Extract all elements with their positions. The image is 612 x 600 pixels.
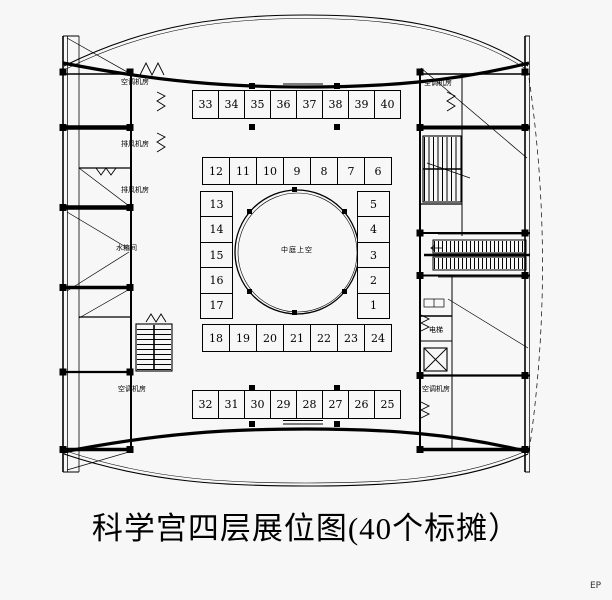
- booth-32: 32: [193, 391, 219, 418]
- room-label-elevator: 电梯: [429, 326, 443, 334]
- booth-24: 24: [365, 325, 391, 351]
- room-label-top-left-hvac: 空调机房: [121, 78, 149, 86]
- fixture-boxes: [423, 298, 445, 308]
- staircase-bottom-left: [135, 323, 173, 372]
- booth-28: 28: [297, 391, 323, 418]
- booth-row-top: 33 34 35 36 37 38 39 40: [192, 90, 401, 119]
- booth-14: 14: [201, 217, 232, 243]
- booth-10: 10: [257, 158, 284, 184]
- booth-40: 40: [375, 91, 400, 118]
- booth-21: 21: [284, 325, 311, 351]
- atrium-label: 中庭上空: [281, 246, 313, 254]
- booth-18: 18: [203, 325, 230, 351]
- booth-3: 3: [358, 242, 389, 269]
- booth-8: 8: [311, 158, 338, 184]
- atrium-circle-nodes: [247, 187, 347, 315]
- booth-37: 37: [297, 91, 323, 118]
- grid-columns: [59, 68, 529, 453]
- escalator-band-lower: [434, 258, 525, 269]
- booth-25: 25: [375, 391, 400, 418]
- plan-title: 科学宫四层展位图(40个标摊）: [91, 511, 521, 546]
- corner-mark: EP: [590, 581, 602, 591]
- booth-17: 17: [201, 293, 232, 319]
- booth-34: 34: [219, 91, 245, 118]
- booth-30: 30: [245, 391, 271, 418]
- booth-19: 19: [230, 325, 257, 351]
- booth-4: 4: [358, 217, 389, 243]
- booth-9: 9: [284, 158, 311, 184]
- left-tower-walls: [62, 35, 132, 473]
- booth-39: 39: [349, 91, 375, 118]
- booth-27: 27: [323, 391, 349, 418]
- elevator-shaft: [423, 347, 448, 372]
- right-tower-walls: [419, 35, 530, 473]
- room-label-bottom-right-hvac: 空调机房: [422, 385, 450, 393]
- booth-7: 7: [338, 158, 365, 184]
- booth-11: 11: [230, 158, 257, 184]
- booth-15: 15: [201, 242, 232, 269]
- flex-joint-symbols: [95, 61, 456, 419]
- room-label-top-right-hvac: 空调机房: [424, 79, 452, 87]
- booth-12: 12: [203, 158, 230, 184]
- booth-row-lower-middle: 18 19 20 21 22 23 24: [202, 324, 392, 352]
- booth-1: 1: [358, 293, 389, 319]
- booth-20: 20: [257, 325, 284, 351]
- booth-column-right: 5 4 3 2 1: [357, 191, 390, 319]
- projection-lines: [66, 37, 543, 471]
- booth-31: 31: [219, 391, 245, 418]
- bridge-lines: [283, 83, 323, 425]
- booth-16: 16: [201, 268, 232, 294]
- booth-row-bottom: 32 31 30 29 28 27 26 25: [192, 390, 401, 419]
- booth-13: 13: [201, 192, 232, 218]
- room-label-bottom-left-hvac: 空调机房: [118, 385, 146, 393]
- booth-2: 2: [358, 268, 389, 294]
- booth-6: 6: [365, 158, 391, 184]
- room-label-water-tank: 水箱间: [116, 244, 137, 252]
- booth-33: 33: [193, 91, 219, 118]
- escalator-band-upper: [434, 241, 525, 252]
- escalator: [424, 233, 530, 278]
- room-label-left-fan-2: 排风机房: [121, 186, 149, 194]
- room-label-left-fan-1: 排风机房: [121, 140, 149, 148]
- booth-35: 35: [245, 91, 271, 118]
- booth-26: 26: [349, 391, 375, 418]
- booth-column-left: 13 14 15 16 17: [200, 191, 233, 319]
- booth-38: 38: [323, 91, 349, 118]
- staircase-top-right: [422, 135, 471, 203]
- booth-5: 5: [358, 192, 389, 218]
- booth-23: 23: [338, 325, 365, 351]
- booth-row-upper-middle: 12 11 10 9 8 7 6: [202, 157, 392, 185]
- booth-22: 22: [311, 325, 338, 351]
- booth-36: 36: [271, 91, 297, 118]
- booth-29: 29: [271, 391, 297, 418]
